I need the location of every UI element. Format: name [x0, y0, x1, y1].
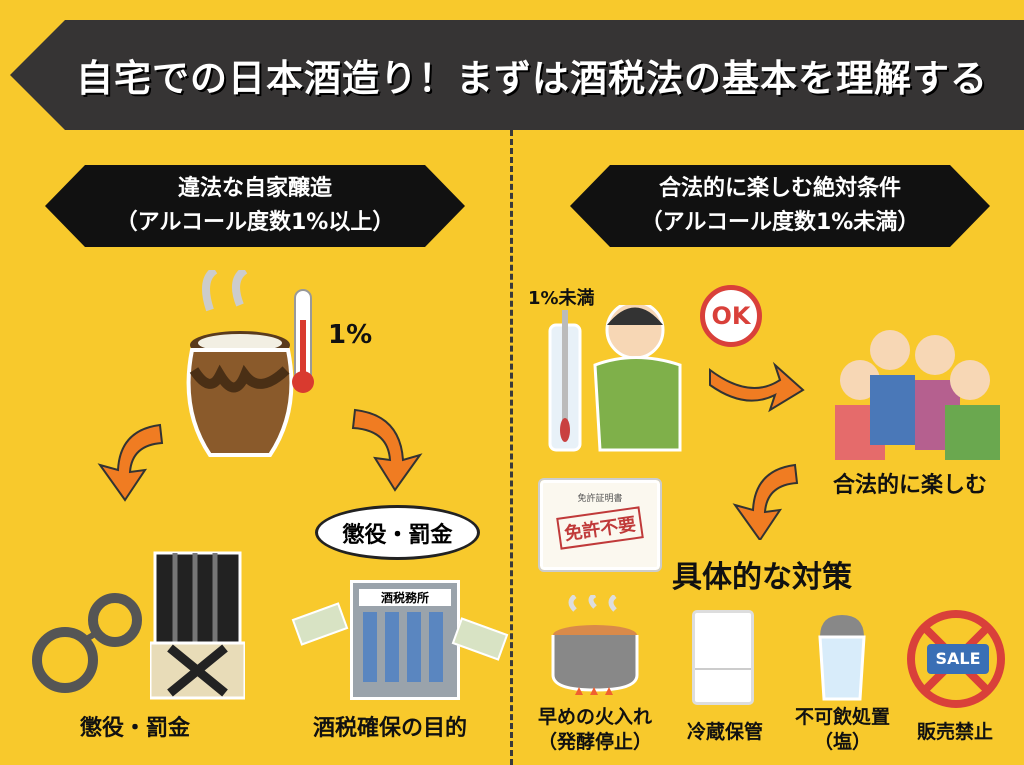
fermenting-pot-icon: [186, 270, 314, 457]
outcome-label-penalty: 懲役・罰金: [79, 716, 190, 741]
hydrometer-label: 1%未満: [528, 288, 595, 309]
jail-fine-icon: [150, 551, 245, 700]
illegal-subheading: （アルコール度数1%以上）: [115, 210, 395, 235]
salt-shaker-icon: [818, 615, 866, 701]
tax-office-building-icon: 酒税務所: [350, 580, 460, 700]
speech-bubble: 懲役・罰金: [315, 505, 480, 560]
arrow-down-right-icon: [351, 408, 423, 492]
refrigerator-icon: [692, 610, 754, 705]
legal-subheading: （アルコール度数1%未満）: [640, 210, 920, 235]
measure-no-sale: 販売禁止: [916, 721, 993, 743]
measure-sublabel: （発酵停止）: [537, 731, 652, 753]
sale-tag: SALE: [927, 644, 989, 674]
title-banner: 自宅での日本酒造り！まずは酒税法の基本を理解する: [10, 20, 1024, 130]
measure-label: 早めの火入れ: [537, 706, 652, 728]
legal-heading-banner: 合法的に楽しむ絶対条件 （アルコール度数1%未満）: [570, 165, 990, 247]
measure-label: 不可飲処置: [794, 706, 890, 728]
ok-badge: OK: [700, 285, 762, 347]
outcome-label-tax-purpose: 酒税確保の目的: [312, 716, 467, 741]
legal-heading: 合法的に楽しむ絶対条件: [658, 176, 901, 201]
person-measuring-icon: [548, 305, 682, 452]
banknote-icon: [291, 602, 349, 646]
illegal-heading-banner: 違法な自家醸造 （アルコール度数1%以上）: [45, 165, 465, 247]
certificate-title: 免許証明書: [577, 494, 623, 504]
illegal-heading: 違法な自家醸造: [177, 176, 332, 201]
group-label: 合法的に楽しむ: [832, 473, 987, 498]
handcuffs-icon: [32, 593, 142, 693]
license-not-required-stamp: 免許不要: [556, 506, 644, 550]
cooking-pot-icon: [551, 595, 639, 695]
arrow-right-icon: [709, 361, 805, 413]
measure-sublabel: （塩）: [813, 731, 871, 753]
measure-undrinkable: 不可飲処置 （塩）: [785, 705, 900, 755]
people-toasting-icon: [835, 330, 1000, 460]
measure-early-pasteurize: 早めの火入れ （発酵停止）: [530, 705, 660, 755]
measures-title: 具体的な対策: [672, 560, 852, 595]
license-certificate: 免許証明書 免許不要: [538, 478, 662, 572]
building-sign: 酒税務所: [359, 589, 451, 606]
arrow-down-left-icon: [732, 463, 799, 540]
measure-refrigerate: 冷蔵保管: [686, 721, 763, 743]
no-sale-icon: SALE: [905, 608, 1007, 710]
arrow-down-left-icon: [97, 423, 164, 502]
page-title: 自宅での日本酒造り！まずは酒税法の基本を理解する: [76, 57, 988, 100]
percent-label: 1%: [328, 320, 373, 350]
divider: [510, 130, 513, 765]
banknote-icon: [451, 617, 509, 661]
